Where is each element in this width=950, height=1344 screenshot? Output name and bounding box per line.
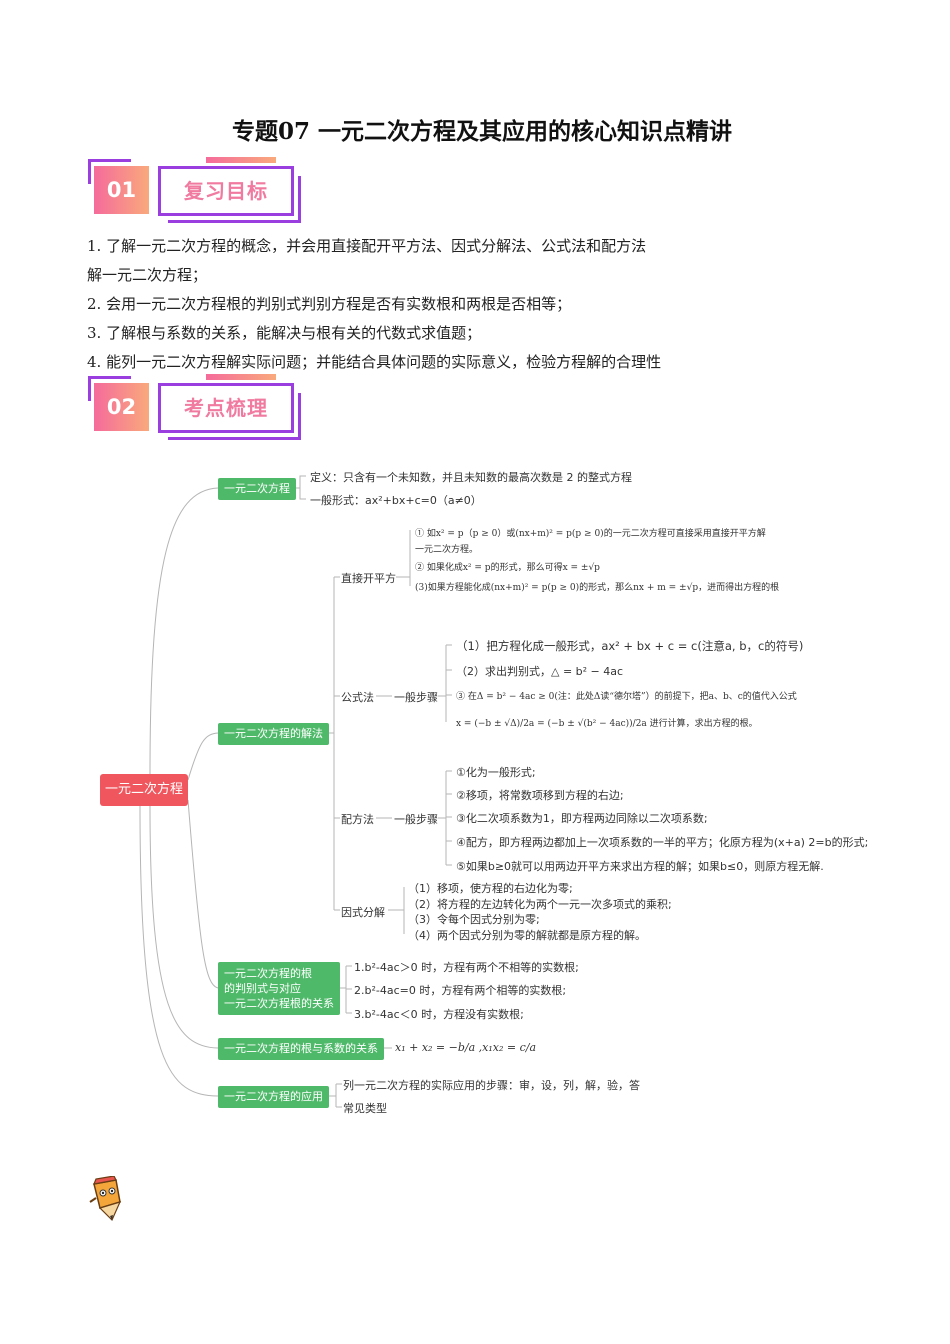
section-label: 考点梳理	[158, 383, 294, 433]
method-formula: 公式法	[341, 691, 374, 704]
factor-step: （1）移项，使方程的右边化为零;	[408, 882, 573, 895]
complete-step: ⑤如果b≥0就可以用两边开平方来求出方程的解；如果b≤0，则原方程无解.	[456, 860, 824, 873]
page-title: 专题07 一元二次方程及其应用的核心知识点精讲	[231, 118, 732, 145]
definition-text: 定义：只含有一个未知数，并且未知数的最高次数是 2 的整式方程	[310, 471, 632, 484]
node-solution-methods: 一元二次方程的解法	[218, 723, 329, 745]
node-vieta: 一元二次方程的根与系数的关系	[218, 1038, 384, 1060]
factor-step: （2）将方程的左边转化为两个一元一次多项式的乘积;	[408, 898, 672, 911]
node-line: 一元二次方程的根	[224, 967, 312, 980]
complete-step: ④配方，即方程两边都加上一次项系数的一半的平方；化原方程为(x+a) 2=b的形…	[456, 836, 869, 849]
node-application: 一元二次方程的应用	[218, 1086, 329, 1108]
goal-line: 2. 会用一元二次方程根的判别式判别方程是否有实数根和两根是否相等；	[87, 295, 572, 313]
formula-step: x = (−b ± √Δ)/2a = (−b ± √(b² − 4ac))/2a…	[456, 719, 758, 729]
direct-step: 一元二次方程。	[415, 545, 479, 555]
direct-step: ② 如果化成x² = p的形式，那么可得x = ±√p	[415, 563, 600, 573]
goal-line: 3. 了解根与系数的关系，能解决与根有关的代数式求值题；	[87, 324, 482, 342]
node-equation: 一元二次方程	[218, 478, 296, 500]
method-factoring: 因式分解	[341, 906, 385, 919]
mindmap-root: 一元二次方程	[100, 774, 188, 806]
discriminant-case: 1.b²-4ac＞0 时，方程有两个不相等的实数根;	[354, 961, 579, 974]
review-goals: 1. 了解一元二次方程的概念，并会用直接配开平方法、因式分解法、公式法和配方法 …	[87, 232, 867, 377]
section-badge-02: 02 考点梳理	[86, 374, 306, 444]
discriminant-case: 3.b²-4ac＜0 时，方程没有实数根;	[354, 1008, 524, 1021]
general-form-text: 一般形式：ax²+bx+c=0（a≠0）	[310, 494, 482, 507]
direct-step: ① 如x² = p（p ≥ 0）或(nx+m)² = p(p ≥ 0)的一元二次…	[415, 529, 766, 539]
factor-step: （3）令每个因式分别为零;	[408, 913, 540, 926]
formula-step: （2）求出判别式，△ = b² − 4ac	[456, 665, 624, 678]
complete-step: ③化二次项系数为1，即方程两边同除以二次项系数;	[456, 812, 708, 825]
application-types: 常见类型	[343, 1102, 387, 1115]
node-line: 一元二次方程根的关系	[224, 997, 334, 1010]
formula-step: （1）把方程化成一般形式，ax² + bx + c = c(注意a, b，c的符…	[456, 639, 804, 653]
complete-step: ②移项，将常数项移到方程的右边;	[456, 789, 624, 802]
direct-step: (3)如果方程能化成(nx+m)² = p(p ≥ 0)的形式，那么nx + m…	[415, 583, 780, 593]
goal-line: 解一元二次方程；	[87, 266, 208, 284]
goal-line: 1. 了解一元二次方程的概念，并会用直接配开平方法、因式分解法、公式法和配方法	[87, 237, 647, 255]
application-steps: 列一元二次方程的实际应用的步骤：审，设，列，解，验，答	[343, 1079, 640, 1092]
discriminant-case: 2.b²-4ac=0 时，方程有两个相等的实数根;	[354, 984, 567, 997]
section-badge-01: 01 复习目标	[86, 157, 306, 227]
section-label: 复习目标	[158, 166, 294, 216]
node-discriminant: 一元二次方程的根 的判别式与对应 一元二次方程根的关系	[218, 962, 340, 1015]
node-line: 的判别式与对应	[224, 982, 301, 995]
section-number: 02	[94, 383, 149, 431]
section-number: 01	[94, 166, 149, 214]
factor-step: （4）两个因式分别为零的解就都是原方程的解。	[408, 929, 646, 942]
formula-general-steps: 一般步骤	[394, 691, 438, 704]
pencil-mascot-icon	[89, 1176, 122, 1222]
vieta-formula: x₁ + x₂ = −b/a ,x₁x₂ = c/a	[395, 1041, 537, 1054]
formula-step: ③ 在Δ = b² − 4ac ≥ 0(注：此处Δ读“德尔塔”）的前提下，把a、…	[456, 692, 797, 702]
goal-line: 4. 能列一元二次方程解实际问题；并能结合具体问题的实际意义，检验方程解的合理性	[87, 353, 662, 371]
complete-step: ①化为一般形式;	[456, 766, 536, 779]
method-direct-root: 直接开平方	[341, 572, 396, 585]
complete-general-steps: 一般步骤	[394, 813, 438, 826]
method-completing-square: 配方法	[341, 813, 374, 826]
